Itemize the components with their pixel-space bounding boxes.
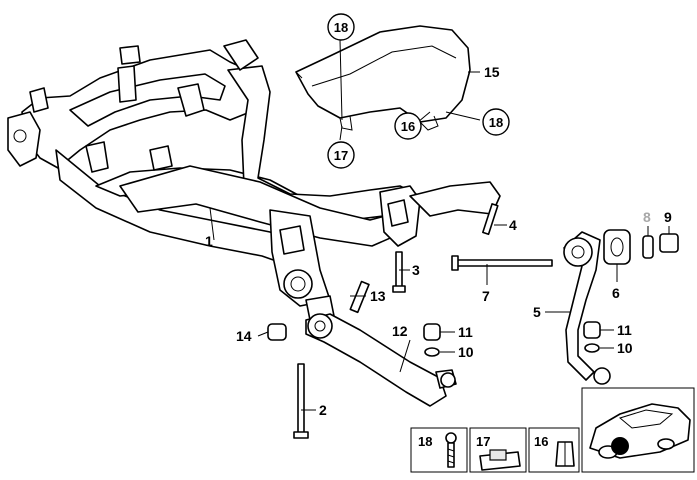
rubber-mount-6 bbox=[603, 229, 631, 265]
expanding-nut-icon bbox=[555, 441, 575, 467]
circled-callout-17: 17 bbox=[327, 141, 355, 169]
nut-14 bbox=[267, 323, 287, 341]
location-marker-icon bbox=[611, 437, 629, 455]
svg-text:17: 17 bbox=[476, 434, 490, 449]
callout-10-upper: 10 bbox=[458, 344, 474, 360]
callout-14: 14 bbox=[236, 328, 252, 344]
callout-10-lower: 10 bbox=[617, 340, 633, 356]
washer-8 bbox=[642, 235, 654, 259]
svg-text:16: 16 bbox=[534, 434, 548, 449]
car-thumbnail bbox=[581, 387, 695, 473]
nut-11b bbox=[583, 321, 601, 339]
callout-13: 13 bbox=[370, 288, 386, 304]
callout-7: 7 bbox=[482, 288, 490, 304]
circled-callout-16: 16 bbox=[394, 112, 422, 140]
underbody-shield bbox=[295, 25, 471, 131]
bolt-13 bbox=[349, 280, 370, 314]
legend-box-16: 16 bbox=[528, 427, 580, 473]
callout-3: 3 bbox=[412, 262, 420, 278]
washer-10b bbox=[584, 343, 600, 353]
legend-box-18: 18 bbox=[410, 427, 468, 473]
thrust-rod bbox=[563, 231, 611, 385]
circled-callout-18-right: 18 bbox=[482, 108, 510, 136]
callout-1: 1 bbox=[205, 233, 213, 249]
bolt-4 bbox=[482, 203, 499, 236]
callout-11-upper: 11 bbox=[458, 324, 473, 340]
svg-text:18: 18 bbox=[334, 20, 348, 35]
leader-lines bbox=[209, 39, 670, 411]
bolt-2 bbox=[293, 363, 309, 439]
callout-8: 8 bbox=[643, 209, 651, 225]
svg-text:18: 18 bbox=[418, 434, 432, 449]
callout-9: 9 bbox=[664, 209, 672, 225]
svg-text:18: 18 bbox=[489, 115, 503, 130]
callout-15: 15 bbox=[484, 64, 500, 80]
front-axle-subframe bbox=[7, 39, 501, 321]
svg-text:16: 16 bbox=[401, 119, 415, 134]
callout-6: 6 bbox=[612, 285, 620, 301]
callout-12: 12 bbox=[392, 323, 408, 339]
screw-icon bbox=[445, 432, 457, 468]
circled-callouts: 18 17 16 18 bbox=[327, 13, 510, 169]
nut-9 bbox=[659, 233, 679, 253]
clip-nut-icon bbox=[479, 449, 521, 471]
circled-callout-18-top: 18 bbox=[327, 13, 355, 41]
callout-4: 4 bbox=[509, 217, 517, 233]
callout-labels: 1 2 3 4 5 6 7 8 9 10 10 11 11 12 13 14 1… bbox=[205, 64, 672, 418]
washer-10a bbox=[424, 347, 440, 357]
callout-2: 2 bbox=[319, 402, 327, 418]
svg-text:17: 17 bbox=[334, 148, 348, 163]
bolt-7 bbox=[451, 255, 553, 271]
legend-boxes: 18 17 16 bbox=[410, 427, 580, 473]
bolt-3 bbox=[392, 251, 406, 293]
legend-box-17: 17 bbox=[469, 427, 527, 473]
callout-5: 5 bbox=[533, 304, 541, 320]
control-arm bbox=[305, 313, 457, 407]
callout-11-lower: 11 bbox=[617, 322, 632, 338]
nut-11a bbox=[423, 323, 441, 341]
